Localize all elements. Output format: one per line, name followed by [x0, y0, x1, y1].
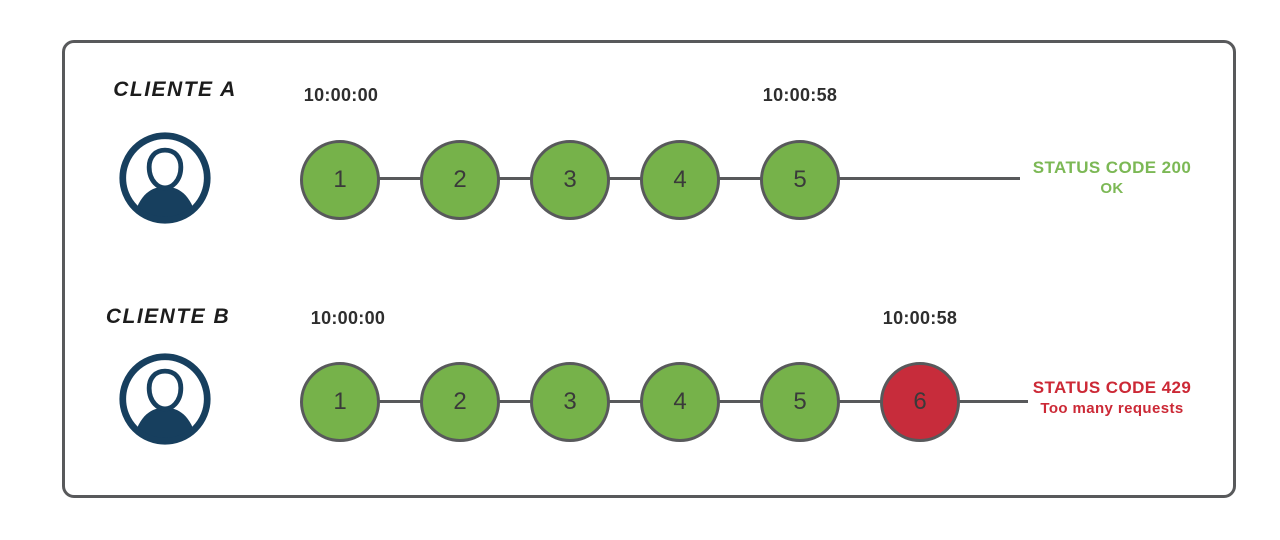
status-text-error: STATUS CODE 429 Too many requests: [1022, 377, 1202, 419]
request-node: 5: [760, 140, 840, 220]
start-timestamp: 10:00:00: [303, 85, 379, 105]
request-node: 1: [300, 362, 380, 442]
client-b-label: CLIENTE B: [105, 305, 231, 328]
end-timestamp: 10:00:58: [762, 85, 838, 105]
request-number: 2: [453, 166, 467, 193]
user-avatar-icon: [117, 351, 213, 447]
request-number: 1: [333, 166, 347, 193]
user-avatar-icon: [117, 130, 213, 226]
request-node: 4: [640, 362, 720, 442]
start-timestamp: 10:00:00: [310, 308, 386, 328]
request-node: 2: [420, 140, 500, 220]
request-number: 3: [563, 166, 577, 193]
request-number: 4: [673, 166, 687, 193]
client-a-label: CLIENTE A: [113, 78, 237, 101]
request-number: 5: [793, 166, 807, 193]
status-message: Too many requests: [1040, 400, 1184, 417]
request-node: 2: [420, 362, 500, 442]
request-node: 3: [530, 140, 610, 220]
status-code: STATUS CODE 200: [1032, 158, 1192, 177]
request-number: 6: [913, 388, 927, 415]
request-number: 2: [453, 388, 467, 415]
request-node-blocked: 6: [880, 362, 960, 442]
diagram-frame: [62, 40, 1236, 498]
status-text-ok: STATUS CODE 200 OK: [1022, 157, 1202, 199]
request-number: 1: [333, 388, 347, 415]
status-code: STATUS CODE 429: [1032, 378, 1192, 397]
request-number: 5: [793, 388, 807, 415]
status-message: OK: [1100, 180, 1124, 197]
request-node: 3: [530, 362, 610, 442]
request-number: 3: [563, 388, 577, 415]
request-number: 4: [673, 388, 687, 415]
request-node: 5: [760, 362, 840, 442]
request-node: 4: [640, 140, 720, 220]
request-node: 1: [300, 140, 380, 220]
end-timestamp: 10:00:58: [882, 308, 958, 328]
